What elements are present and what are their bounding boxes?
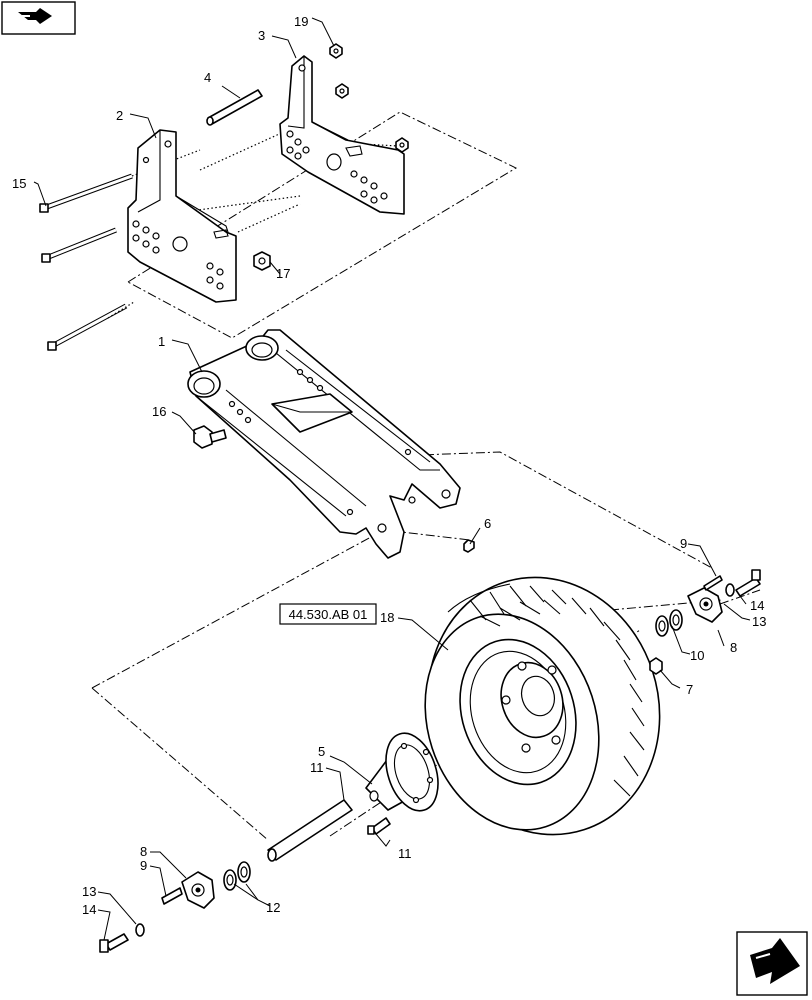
callout-labels: 19 3 4 2 15 17 1 16 6 9 14 13 8 10 7 18 … [12, 14, 766, 917]
callout-9-right: 9 [680, 536, 687, 551]
axle-shaft [267, 799, 353, 862]
bolt-14-right [735, 569, 761, 597]
callout-7: 7 [686, 682, 693, 697]
callout-8-left: 8 [140, 844, 147, 859]
washers-11-left [223, 861, 251, 891]
callout-18: 18 [380, 610, 394, 625]
nut-10 [463, 539, 475, 553]
callout-6: 11 [398, 846, 412, 861]
washer-13-right [725, 583, 735, 597]
bolt-9-left [161, 887, 183, 905]
callout-15: 15 [12, 176, 26, 191]
callout-13-left: 13 [82, 884, 96, 899]
callout-5: 5 [318, 744, 325, 759]
callout-12: 11 [310, 760, 324, 775]
callout-14-left: 14 [82, 902, 96, 917]
left-mounting-bracket [127, 129, 237, 303]
bearing-flange-left [181, 871, 215, 909]
callout-11-left: 12 [266, 900, 280, 915]
callout-13-right: 13 [752, 614, 766, 629]
callout-2: 2 [116, 108, 123, 123]
wheel-hub [365, 732, 439, 812]
tire-and-wheel [424, 576, 661, 836]
leader-lines [33, 17, 751, 941]
flange-bolt-16 [193, 425, 227, 449]
swing-arm-frame [187, 329, 461, 559]
callout-1: 1 [158, 334, 165, 349]
callout-16: 16 [152, 404, 166, 419]
callout-19: 19 [294, 14, 308, 29]
nut-7 [649, 657, 663, 675]
bearing-flange-right [687, 587, 723, 623]
callout-14-right: 14 [750, 598, 764, 613]
callout-17: 17 [276, 266, 290, 281]
nut-17 [253, 251, 271, 271]
dotted-bolt-paths [199, 129, 399, 233]
reference-label: 44.530.AB 01 [289, 607, 368, 622]
right-mounting-bracket [279, 55, 405, 215]
bolt-9-right [703, 575, 723, 591]
callout-3: 3 [258, 28, 265, 43]
long-bolt-lower [47, 301, 135, 351]
callout-9-left: 9 [140, 858, 147, 873]
long-bolt-middle [41, 195, 301, 263]
callout-11-right: 10 [690, 648, 704, 663]
washer-13-left [135, 923, 145, 937]
callout-8-right: 8 [730, 640, 737, 655]
nut-19-right [395, 137, 409, 153]
callout-10: 6 [484, 516, 491, 531]
washers-11-right [655, 609, 683, 637]
reference-box[interactable]: 44.530.AB 01 [279, 603, 377, 625]
next-page-icon[interactable] [736, 931, 808, 996]
nut-19-middle [335, 83, 349, 99]
pin [206, 89, 263, 126]
callout-4: 4 [204, 70, 211, 85]
nut-19-top [329, 43, 343, 59]
previous-page-icon[interactable] [1, 1, 76, 35]
bolt-6 [367, 817, 391, 835]
